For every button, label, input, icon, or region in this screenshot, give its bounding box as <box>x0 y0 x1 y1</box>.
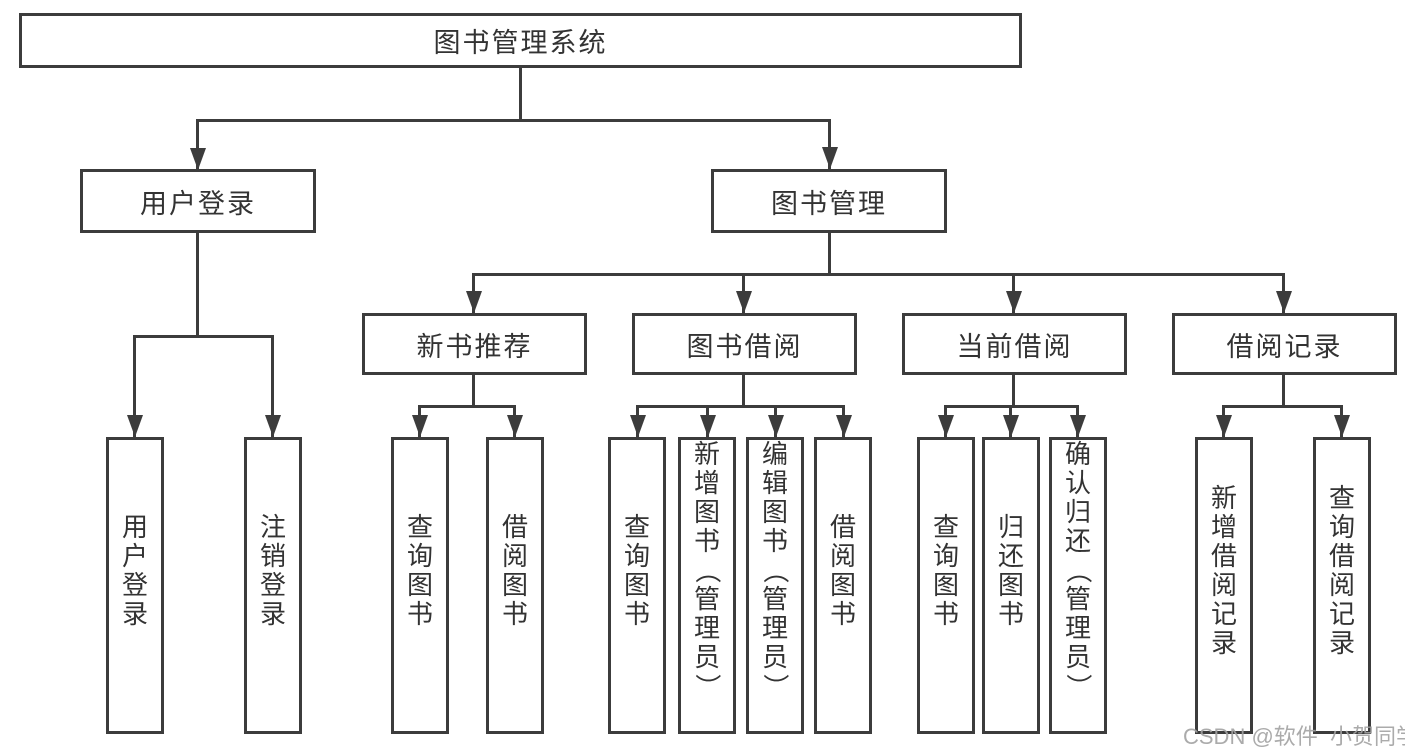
node-book-borrow: 图书借阅 <box>632 313 857 375</box>
node-label: 借阅图书 <box>829 511 856 629</box>
connector-arrow-leaf <box>937 405 954 437</box>
connector-manage-stub <box>828 233 831 276</box>
node-label: 归还图书 <box>997 511 1024 629</box>
connector-arrow-leaf <box>1333 405 1350 437</box>
connector-root-stub <box>519 68 522 122</box>
node-label: 当前借阅 <box>956 331 1073 362</box>
connector-records-bus <box>1222 405 1343 408</box>
connector-arrow-login <box>189 119 206 170</box>
leaf-logout: 注销登录 <box>244 437 302 734</box>
leaf-query-book: 查询图书 <box>917 437 975 734</box>
connector-arrow-recommend <box>465 273 482 313</box>
connector-arrow-leaf <box>264 335 281 437</box>
connector-arrow-leaf <box>1002 405 1019 437</box>
connector-arrow-leaf <box>1215 405 1232 437</box>
node-label: 查询图书 <box>623 511 650 629</box>
connector-arrow-records <box>1275 273 1292 313</box>
connector-current-stub <box>1012 375 1015 408</box>
node-root: 图书管理系统 <box>19 13 1022 68</box>
connector-arrow-leaf <box>126 335 143 437</box>
node-label: 图书管理系统 <box>433 28 608 58</box>
node-label: 用户登录 <box>140 188 256 219</box>
connector-manage-bus <box>472 273 1285 276</box>
node-label: 用户登录 <box>121 511 148 629</box>
node-current-borrow: 当前借阅 <box>902 313 1127 375</box>
leaf-user-login: 用户登录 <box>106 437 164 734</box>
node-label: 新书推荐 <box>416 331 533 362</box>
node-label: 确认归还（管理员） <box>1063 439 1094 700</box>
connector-borrow-stub <box>742 375 745 408</box>
node-book-manage: 图书管理 <box>711 169 947 233</box>
node-label: 注销登录 <box>259 511 286 629</box>
csdn-watermark: CSDN @软件_小贺同学 <box>1183 724 1405 747</box>
leaf-query-book: 查询图书 <box>608 437 666 734</box>
leaf-confirm-return-admin: 确认归还（管理员） <box>1049 437 1107 734</box>
connector-arrow-leaf <box>1069 405 1086 437</box>
node-label: 图书管理 <box>771 188 887 219</box>
connector-login-stub <box>196 233 199 338</box>
leaf-return-book: 归还图书 <box>982 437 1040 734</box>
connector-arrow-leaf <box>835 405 852 437</box>
connector-borrow-bus <box>636 405 845 408</box>
connector-arrow-manage <box>821 119 838 169</box>
node-user-login: 用户登录 <box>80 169 316 233</box>
node-label: 新增图书（管理员） <box>692 439 723 700</box>
connector-records-stub <box>1282 375 1285 408</box>
leaf-borrow-book: 借阅图书 <box>486 437 544 734</box>
connector-recommend-bus <box>418 405 516 408</box>
leaf-borrow-book: 借阅图书 <box>814 437 872 734</box>
leaf-edit-book-admin: 编辑图书（管理员） <box>746 437 804 734</box>
connector-arrow-leaf <box>411 405 428 437</box>
connector-arrow-borrow <box>735 273 752 313</box>
connector-arrow-leaf <box>767 405 784 437</box>
connector-arrow-leaf <box>699 405 716 437</box>
connector-arrow-leaf <box>629 405 646 437</box>
node-borrow-records: 借阅记录 <box>1172 313 1397 375</box>
leaf-add-borrow-record: 新增借阅记录 <box>1195 437 1253 734</box>
node-label: 图书借阅 <box>686 331 803 362</box>
leaf-query-borrow-record: 查询借阅记录 <box>1313 437 1371 734</box>
node-label: 查询图书 <box>932 511 959 629</box>
connector-root-bus <box>196 119 831 122</box>
node-label: 借阅记录 <box>1226 331 1343 362</box>
leaf-query-book: 查询图书 <box>391 437 449 734</box>
node-new-book-recommend: 新书推荐 <box>362 313 587 375</box>
node-label: 查询借阅记录 <box>1328 482 1355 658</box>
connector-login-bus <box>133 335 274 338</box>
node-label: 借阅图书 <box>501 511 528 629</box>
leaf-add-book-admin: 新增图书（管理员） <box>678 437 736 734</box>
node-label: 新增借阅记录 <box>1210 482 1237 658</box>
connector-recommend-stub <box>472 375 475 408</box>
node-label: 查询图书 <box>406 511 433 629</box>
connector-arrow-current <box>1005 273 1022 313</box>
connector-arrow-leaf <box>506 405 523 437</box>
node-label: 编辑图书（管理员） <box>760 439 791 700</box>
